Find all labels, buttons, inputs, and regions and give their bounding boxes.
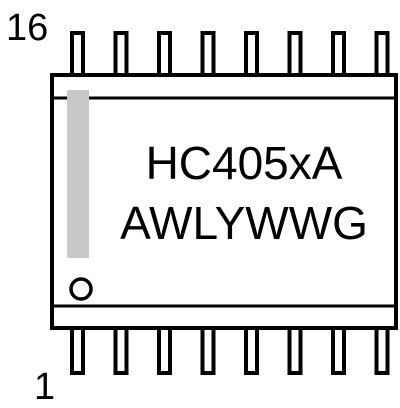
pin-13 — [200, 31, 216, 77]
pin-2 — [113, 326, 129, 375]
pin1-side-stripe — [67, 90, 89, 258]
pin-5 — [244, 326, 259, 375]
pin-11 — [287, 31, 303, 77]
pin-14 — [157, 31, 172, 77]
pin-1 — [70, 326, 85, 375]
pin-8 — [374, 326, 390, 375]
pin-15 — [113, 31, 129, 77]
pin-3 — [157, 326, 172, 375]
top-pin-row — [70, 31, 390, 77]
pin-12 — [244, 31, 259, 77]
bottom-pin-row — [70, 326, 390, 375]
date-code-marking: AWLYWWG — [120, 197, 368, 249]
pin-10 — [331, 31, 346, 77]
pin-9 — [374, 31, 390, 77]
pin-4 — [200, 326, 216, 375]
pin-16-label: 16 — [6, 7, 49, 49]
pin-16 — [70, 31, 85, 77]
pin-1-label: 1 — [34, 366, 56, 408]
pin-7 — [331, 326, 346, 375]
part-number-marking: HC405xA — [145, 137, 343, 189]
pin-6 — [287, 326, 303, 375]
package-body — [50, 73, 398, 330]
pin1-indicator-dot — [69, 277, 93, 301]
